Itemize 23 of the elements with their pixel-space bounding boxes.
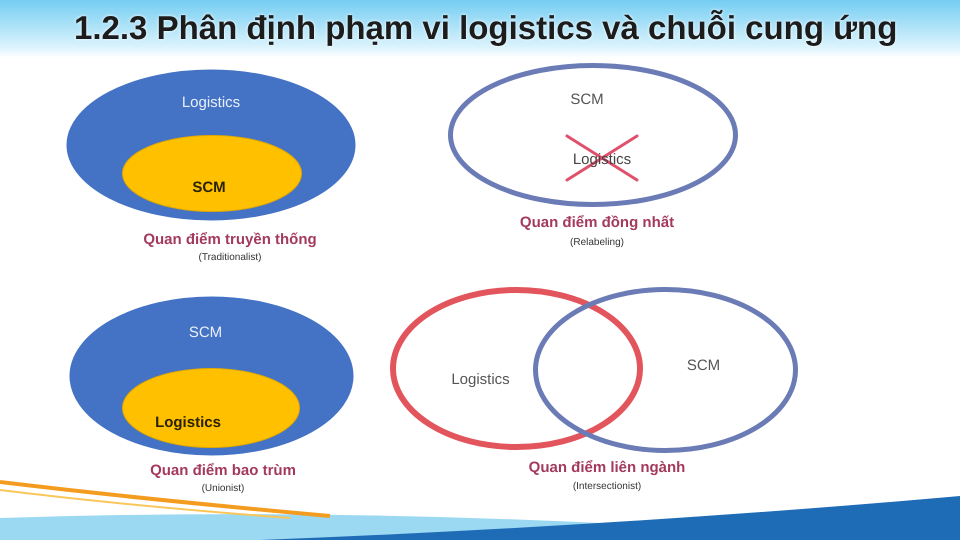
view-caption: Quan điểm liên ngành: [528, 459, 686, 477]
view-caption: Quan điểm truyền thống: [143, 231, 317, 249]
ellipse-label: SCM: [192, 179, 226, 197]
view-caption: Quan điểm bao trùm: [150, 462, 296, 480]
ellipse-label: SCM: [570, 91, 604, 109]
venn-ellipse: [533, 287, 798, 453]
outer-ellipse: [68, 295, 355, 457]
outline-ellipse: [448, 63, 738, 207]
view-subcaption: (Unionist): [202, 483, 244, 495]
venn-ellipse: [390, 287, 643, 450]
outer-ellipse: [65, 68, 357, 222]
ellipse-label: Logistics: [182, 94, 240, 112]
ellipse-label: Logistics: [155, 414, 221, 432]
inner-ellipse: [122, 135, 302, 212]
inner-ellipse: [122, 368, 300, 448]
view-subcaption: (Traditionalist): [198, 252, 262, 264]
ellipse-label: SCM: [686, 357, 720, 375]
ellipse-label: Logistics: [451, 371, 510, 389]
view-subcaption: (Intersectionist): [572, 481, 642, 493]
view-subcaption: (Relabeling): [570, 237, 624, 249]
ellipse-label: SCM: [188, 324, 222, 342]
slide-title: 1.2.3 Phân định phạm vi logistics và chuỗi cung ứng: [74, 8, 898, 48]
view-caption: Quan điểm đồng nhất: [520, 214, 674, 232]
